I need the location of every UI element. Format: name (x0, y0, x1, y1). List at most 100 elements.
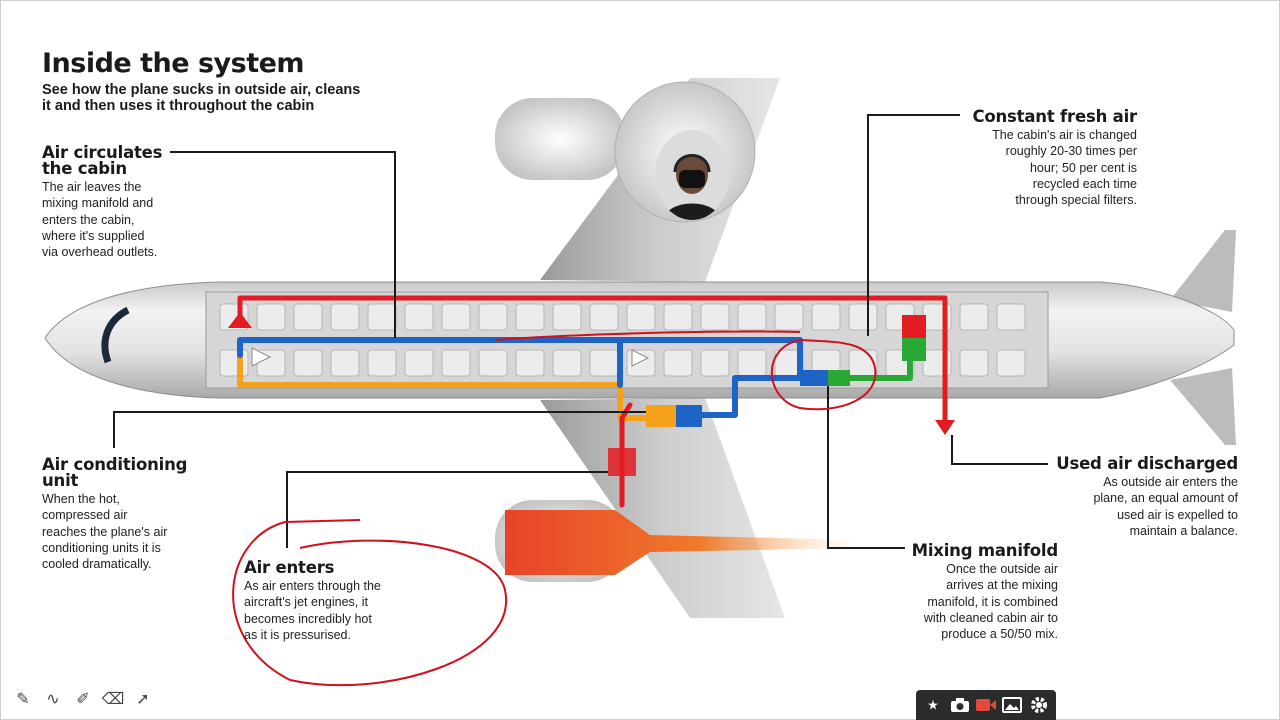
compressor-unit (608, 448, 636, 476)
lower-tailplane (1170, 368, 1236, 445)
cabin-seat (404, 303, 434, 331)
upper-tailplane (1170, 230, 1236, 312)
section-heading: unit (42, 471, 79, 490)
section-body-line: The cabin's air is changed (992, 128, 1137, 142)
filter-unit-green (902, 338, 926, 361)
section-body-line: via overhead outlets. (42, 245, 158, 260)
cabin-seat (811, 303, 841, 331)
curve-icon[interactable]: ∿ (46, 691, 60, 708)
section-body-line: When the hot, (42, 492, 120, 506)
section-body-line: compressed air (42, 508, 128, 523)
cabin-seat (996, 349, 1026, 377)
cabin-seat (663, 349, 693, 377)
cabin-seat (330, 303, 360, 331)
camera-icon[interactable] (948, 694, 972, 716)
cool-air-upper (237, 337, 803, 381)
page-title: Inside the system (42, 48, 305, 79)
highlighter-icon[interactable]: ✐ (76, 691, 90, 708)
cabin-seat (367, 303, 397, 331)
airflow-arrow-icon-2 (631, 349, 650, 367)
section-body-line: reaches the plane's air (42, 524, 168, 539)
leader-manifold (827, 386, 905, 549)
cabin-seat (515, 349, 545, 377)
cabin-seat (774, 303, 804, 331)
video-icon[interactable] (974, 694, 998, 716)
section-body-line: produce a 50/50 mix. (941, 627, 1058, 642)
airflow-arrow-icon (251, 347, 272, 367)
engine-exhaust-plume (505, 510, 860, 575)
exhaust-arrow-icon (935, 420, 955, 435)
section-air-enters: Air enters As air enters through the air… (244, 558, 444, 643)
cabin-seat (700, 349, 730, 377)
annotation-stroke (284, 519, 361, 523)
section-body-line: maintain a balance. (1129, 523, 1238, 538)
image-icon[interactable] (1000, 694, 1024, 716)
leader-ac-unit (113, 411, 646, 448)
cabin-seat (552, 303, 582, 331)
cabin-seat (515, 303, 545, 331)
cabin-seat (700, 303, 730, 331)
section-body-line: becomes incredibly hot (244, 611, 372, 626)
cabin-seat (478, 303, 508, 331)
cabin-seat (626, 303, 656, 331)
section-body-line: Once the outside air (946, 562, 1058, 576)
section-body-line: with cleaned cabin air to (923, 610, 1058, 625)
leader-used-air (951, 435, 1048, 465)
section-body-line: As outside air enters the (1103, 475, 1238, 489)
cabin-seat (219, 349, 249, 377)
mixing-manifold-green (828, 370, 850, 386)
section-body-line: recycled each time (1032, 176, 1137, 191)
cabin-seat (848, 303, 878, 331)
eraser-icon[interactable]: ⌫ (101, 691, 125, 708)
cabin-seat (256, 303, 286, 331)
lower-wing (540, 398, 785, 618)
leader-fresh-air (867, 114, 960, 336)
section-constant-fresh-air: Constant fresh air The cabin's air is ch… (936, 108, 1137, 208)
section-body-line: plane, an equal amount of (1093, 491, 1238, 506)
section-heading: Mixing manifold (911, 541, 1059, 560)
section-body-line: cooled dramatically. (42, 557, 152, 572)
section-body-line: aircraft's jet engines, it (244, 595, 368, 610)
cabin-seat (367, 349, 397, 377)
section-heading: Air circulates (42, 143, 163, 162)
cabin-seat (293, 349, 323, 377)
section-body-line: used air is expelled to (1117, 507, 1238, 522)
section-body-line: conditioning units it is (42, 540, 161, 555)
cabin-seat (663, 303, 693, 331)
annotation-toolbar: ✎ ∿ ✐ ⌫ ➚ (10, 688, 156, 710)
section-body-line: As air enters through the (244, 579, 381, 593)
cockpit-windows (101, 306, 130, 364)
cabin-seat (441, 303, 471, 331)
pen-icon[interactable]: ✎ (16, 691, 30, 708)
annotation-circle-manifold (770, 338, 877, 411)
cabin-seat (478, 349, 508, 377)
section-body-line: mixing manifold and (42, 196, 154, 211)
section-air-circulates: Air circulates the cabin The air leaves … (42, 143, 222, 260)
pointer-icon[interactable]: ➚ (136, 691, 150, 708)
upper-engine-nacelle (495, 98, 625, 180)
cabin-seat (737, 303, 767, 331)
star-icon[interactable] (921, 694, 945, 716)
cabin-seat (404, 349, 434, 377)
recirculation-pipe (237, 295, 948, 423)
section-heading: Air enters (244, 558, 335, 577)
gear-icon[interactable] (1027, 694, 1051, 716)
annotation-circle-air-enters (232, 521, 508, 687)
section-heading: the cabin (42, 159, 127, 178)
leader-air-circulates (170, 151, 396, 338)
section-air-conditioning-unit: Air conditioning unit When the hot, comp… (42, 456, 242, 572)
cabin-seat (959, 303, 989, 331)
presenter-avatar (655, 130, 729, 220)
cabin-seat (589, 349, 619, 377)
air-conditioning-unit-cool (676, 405, 702, 427)
cabin-seat (330, 349, 360, 377)
section-body-line: The air leaves the (42, 180, 142, 194)
cabin-outlet-arrow-icon (228, 312, 252, 328)
section-mixing-manifold: Mixing manifold Once the outside air arr… (870, 541, 1059, 642)
cabin-seat (959, 349, 989, 377)
section-body-line: roughly 20-30 times per (1005, 144, 1137, 159)
section-body-line: through special filters. (1015, 193, 1137, 208)
cabin-seat (441, 349, 471, 377)
cabin-seat (589, 303, 619, 331)
section-body-line: manifold, it is combined (927, 594, 1058, 609)
